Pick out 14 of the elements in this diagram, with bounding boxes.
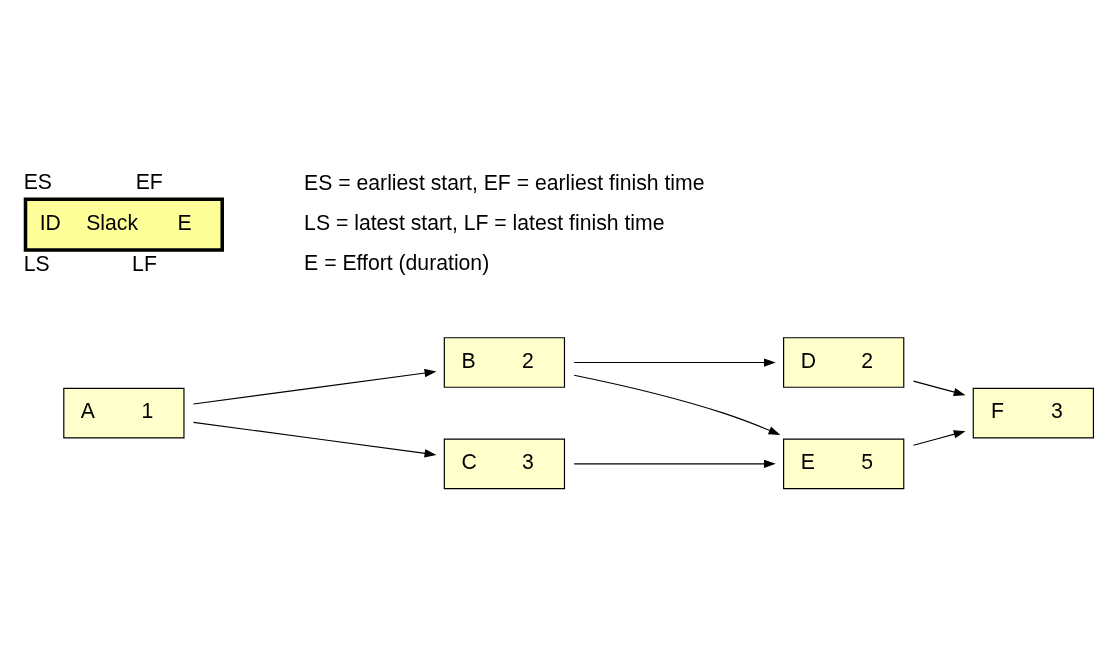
label: LS = latest start, LF = latest finish time: [304, 210, 665, 234]
arrow: [912, 380, 966, 397]
arrow: [573, 459, 776, 468]
node-label: EF: [135, 169, 163, 193]
arrow: [192, 421, 437, 458]
arrow: [192, 368, 437, 405]
node-label: LF: [132, 252, 157, 276]
label: E = Effort (duration): [304, 250, 490, 274]
arrow: [912, 430, 966, 446]
arrow: [573, 374, 781, 435]
node-label: ES: [23, 169, 53, 193]
node-label: LS: [23, 252, 50, 276]
label: ES = earliest start, EF = earliest finish time: [304, 170, 705, 194]
arrow: [573, 358, 776, 367]
